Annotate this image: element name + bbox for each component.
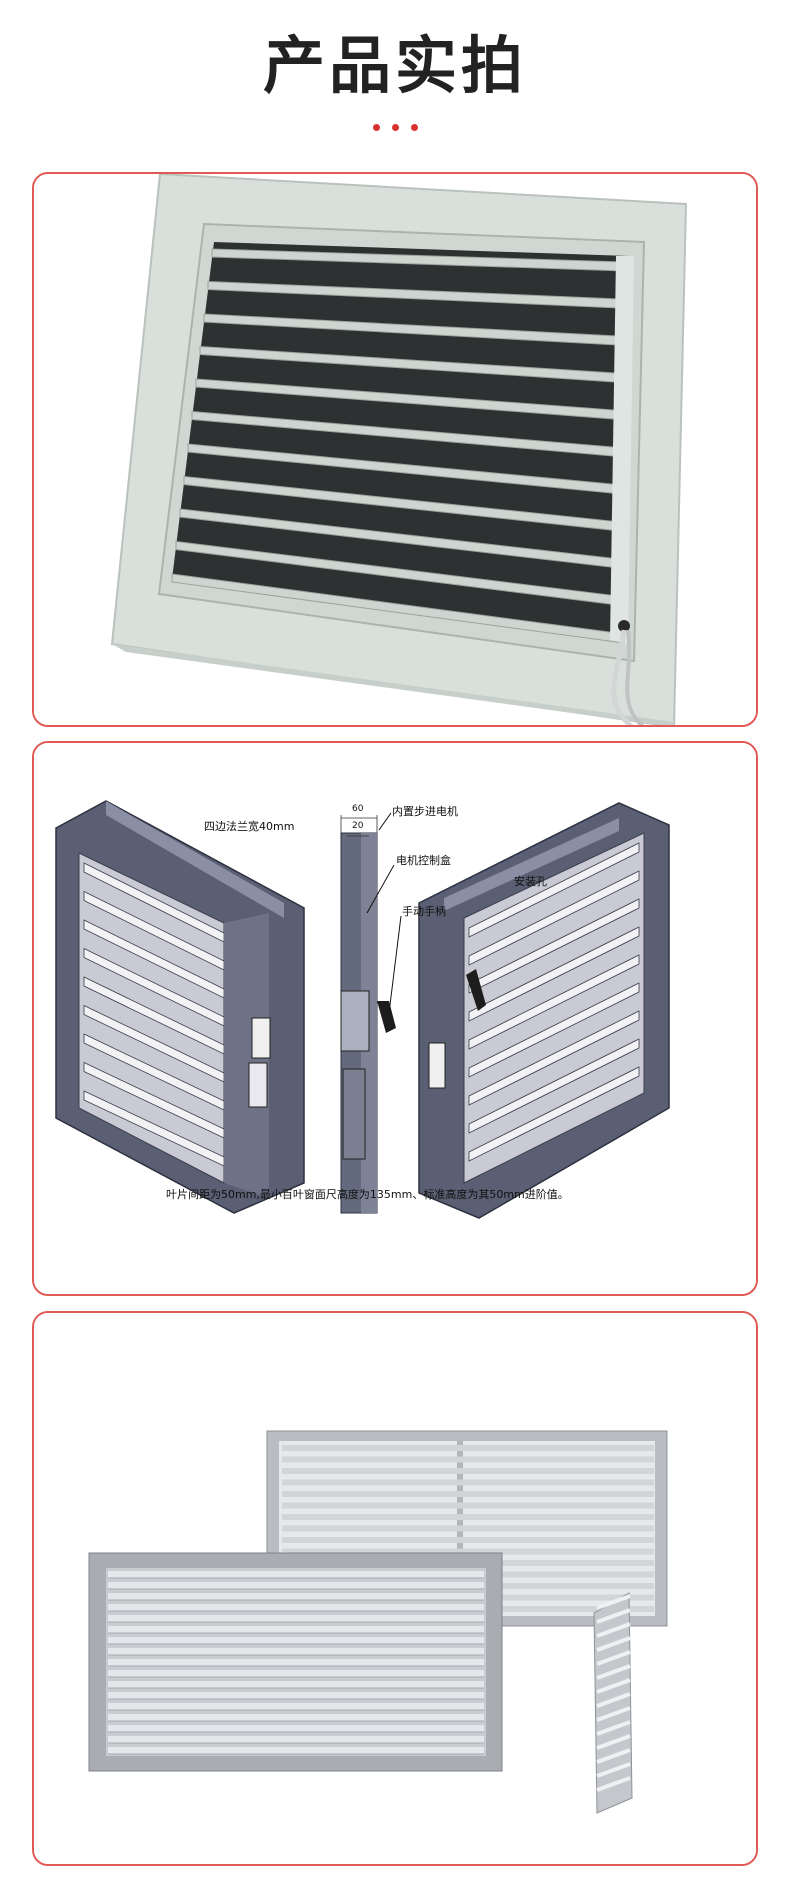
label-flange: 四边法兰宽40mm bbox=[204, 820, 295, 833]
title-decoration-dots bbox=[373, 124, 419, 134]
grille-blades bbox=[171, 248, 625, 644]
photo-card-3 bbox=[32, 1311, 758, 1866]
front-panel-blades bbox=[108, 1571, 484, 1755]
drawing-caption: 叶片间距为50mm,最小百叶窗面尺高度为135mm、标准高度为其50mm进阶值。 bbox=[166, 1188, 569, 1201]
label-mount-hole: 安装孔 bbox=[514, 875, 547, 888]
label-dim-60: 60 bbox=[352, 804, 364, 814]
damper-drawing-image bbox=[34, 743, 756, 1294]
label-dim-20: 20 bbox=[352, 821, 364, 831]
page-title: 产品实拍 bbox=[262, 29, 527, 102]
silver-louver-panels-image bbox=[34, 1313, 756, 1864]
right-unit-blades bbox=[468, 842, 640, 1162]
white-louver-grille-image bbox=[34, 174, 756, 725]
label-control-box: 电机控制盒 bbox=[396, 854, 451, 867]
side-panel-blades bbox=[596, 1594, 631, 1792]
photo-card-1 bbox=[32, 172, 758, 727]
label-handle: 手动手柄 bbox=[402, 905, 446, 918]
label-motor: 内置步进电机 bbox=[392, 805, 458, 818]
photo-card-2: 四边法兰宽40mm 60 20 内置步进电机 电机控制盒 安装孔 手动手柄 叶片… bbox=[32, 741, 758, 1296]
left-unit-blades bbox=[83, 862, 225, 1167]
